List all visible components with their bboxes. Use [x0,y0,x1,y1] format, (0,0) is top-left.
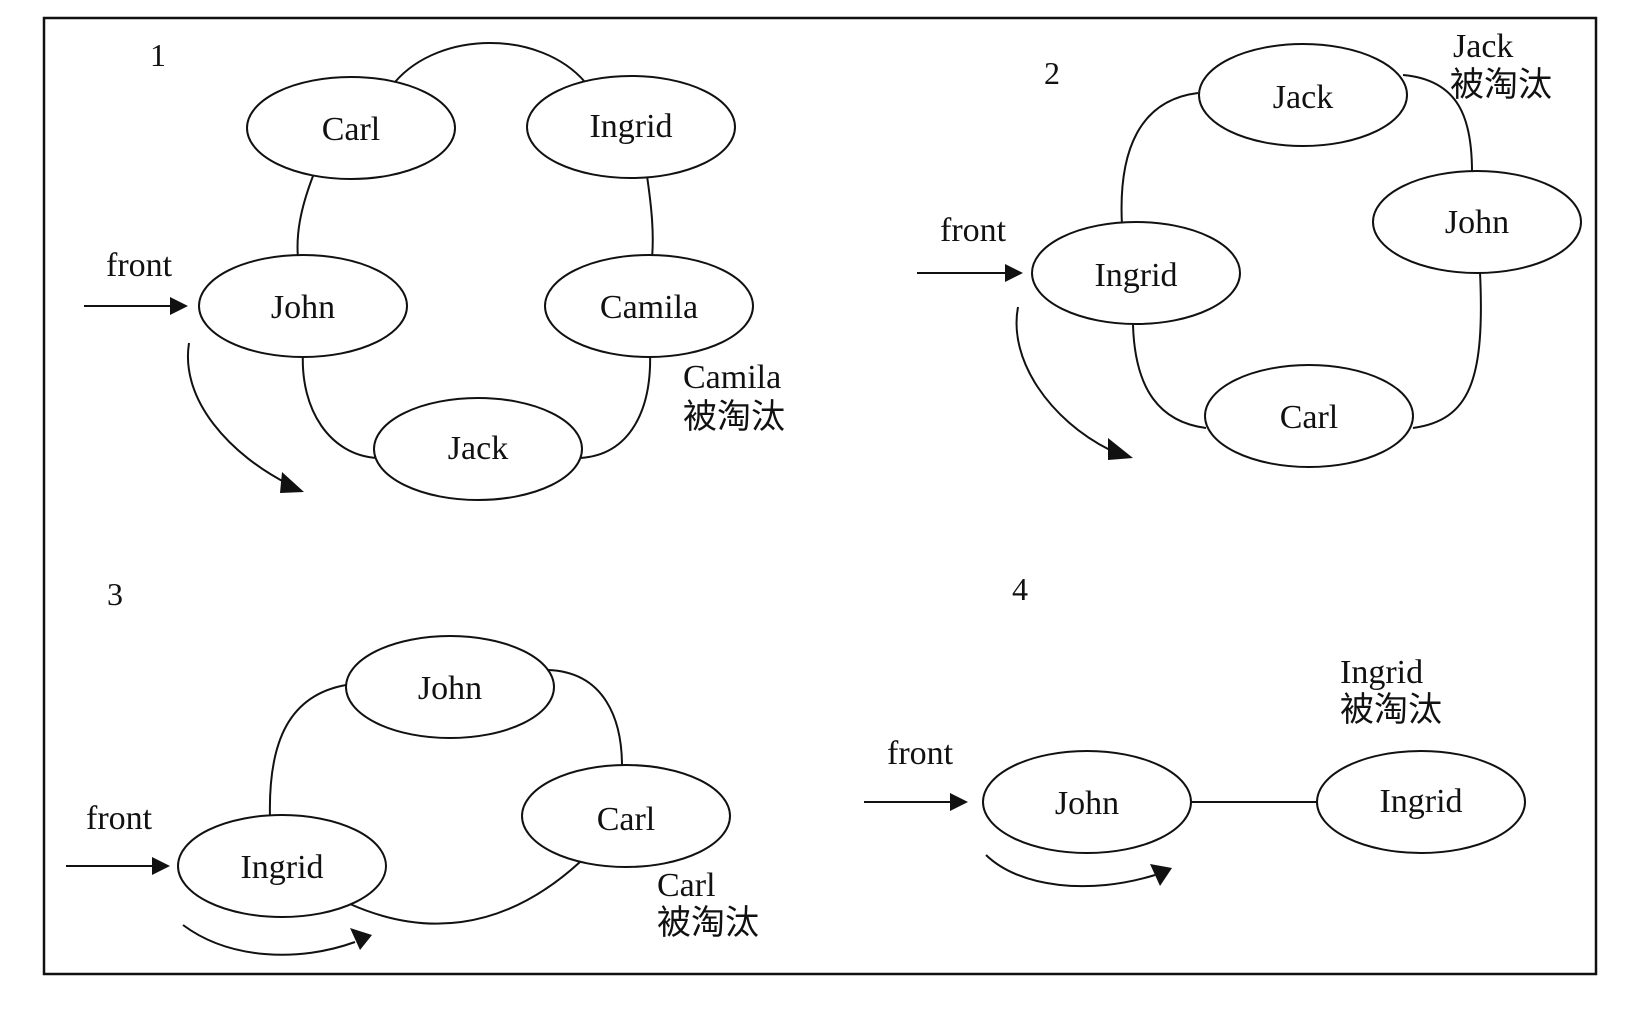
node-ingrid-label: Ingrid [1379,783,1462,820]
eliminated-text: 被淘汰 [1450,66,1552,104]
edge-ingrid-carl [1132,324,1207,429]
node-ingrid [1316,750,1526,854]
node-ingrid-label: Ingrid [589,108,672,145]
edge-ingrid-carl [349,861,581,925]
panel-1: 1 Carl Ingrid John Camila Jack front Cam… [84,37,785,501]
node-camila-label: Camila [600,289,698,326]
node-carl-label: Carl [597,801,656,838]
panel-3-number: 3 [107,576,123,612]
node-john [982,750,1192,854]
panel-4-number: 4 [1012,571,1028,607]
node-jack [1198,43,1408,147]
edge-jack-john [1402,74,1473,173]
node-ingrid-label: Ingrid [240,849,323,886]
eliminated-name: Carl [657,867,716,904]
edge-ingrid-camila [646,175,654,259]
eliminated-name: Ingrid [1340,654,1423,691]
node-ingrid [1031,221,1241,325]
panel-3: 3 John Carl Ingrid front Carl 被淘汰 [66,576,759,956]
front-arrow-head [1005,264,1023,282]
node-ingrid-label: Ingrid [1094,257,1177,294]
node-ingrid [526,75,736,179]
node-john [1372,170,1582,274]
edge-jack-ingrid [1120,92,1199,226]
front-label: front [887,735,954,772]
node-john-label: John [1445,204,1509,241]
eliminated-text: 被淘汰 [1340,691,1442,729]
eliminated-name: Camila [683,359,781,396]
rotation-arrow [182,924,356,956]
node-carl [521,764,731,868]
front-label: front [106,247,173,284]
node-carl-label: Carl [322,111,381,148]
edge-john-carl [1412,271,1482,429]
node-john [345,635,555,739]
diagram-frame [42,16,1598,976]
node-carl [1204,364,1414,468]
node-jack [373,397,583,501]
edge-john-jack [301,351,378,459]
edge-jack-camila [579,351,652,459]
node-john [198,254,408,358]
rotation-arrow-head [1150,864,1172,886]
panel-2: 2 Jack John Ingrid Carl front Jack 被淘汰 [917,28,1582,468]
node-ingrid [177,814,387,918]
eliminated-text: 被淘汰 [657,904,759,942]
rotation-arrow-head [1108,438,1133,460]
rotation-arrow-head [280,472,304,493]
edge-carl-john [296,175,314,259]
panel-2-number: 2 [1044,55,1060,91]
node-carl [246,76,456,180]
node-john-label: John [1055,785,1119,822]
front-arrow-head [152,857,170,875]
edge-john-carl [547,669,623,767]
rotation-arrow [985,854,1156,888]
rotation-arrow [186,342,291,486]
front-label: front [86,800,153,837]
eliminated-text: 被淘汰 [683,398,785,436]
edge-carl-ingrid [394,42,586,83]
panel-1-number: 1 [150,37,166,73]
front-arrow-head [950,793,968,811]
front-arrow-head [170,297,188,315]
node-carl-label: Carl [1280,399,1339,436]
front-label: front [940,212,1007,249]
node-jack-label: Jack [448,430,508,467]
node-camila [544,254,754,358]
edge-john-ingrid [268,684,347,819]
node-john-label: John [418,670,482,707]
panel-4: 4 John Ingrid front Ingrid 被淘汰 [864,571,1526,888]
eliminated-name: Jack [1453,28,1513,65]
rotation-arrow-head [350,928,372,950]
node-jack-label: Jack [1273,79,1333,116]
rotation-arrow [1015,306,1111,451]
node-john-label: John [271,289,335,326]
